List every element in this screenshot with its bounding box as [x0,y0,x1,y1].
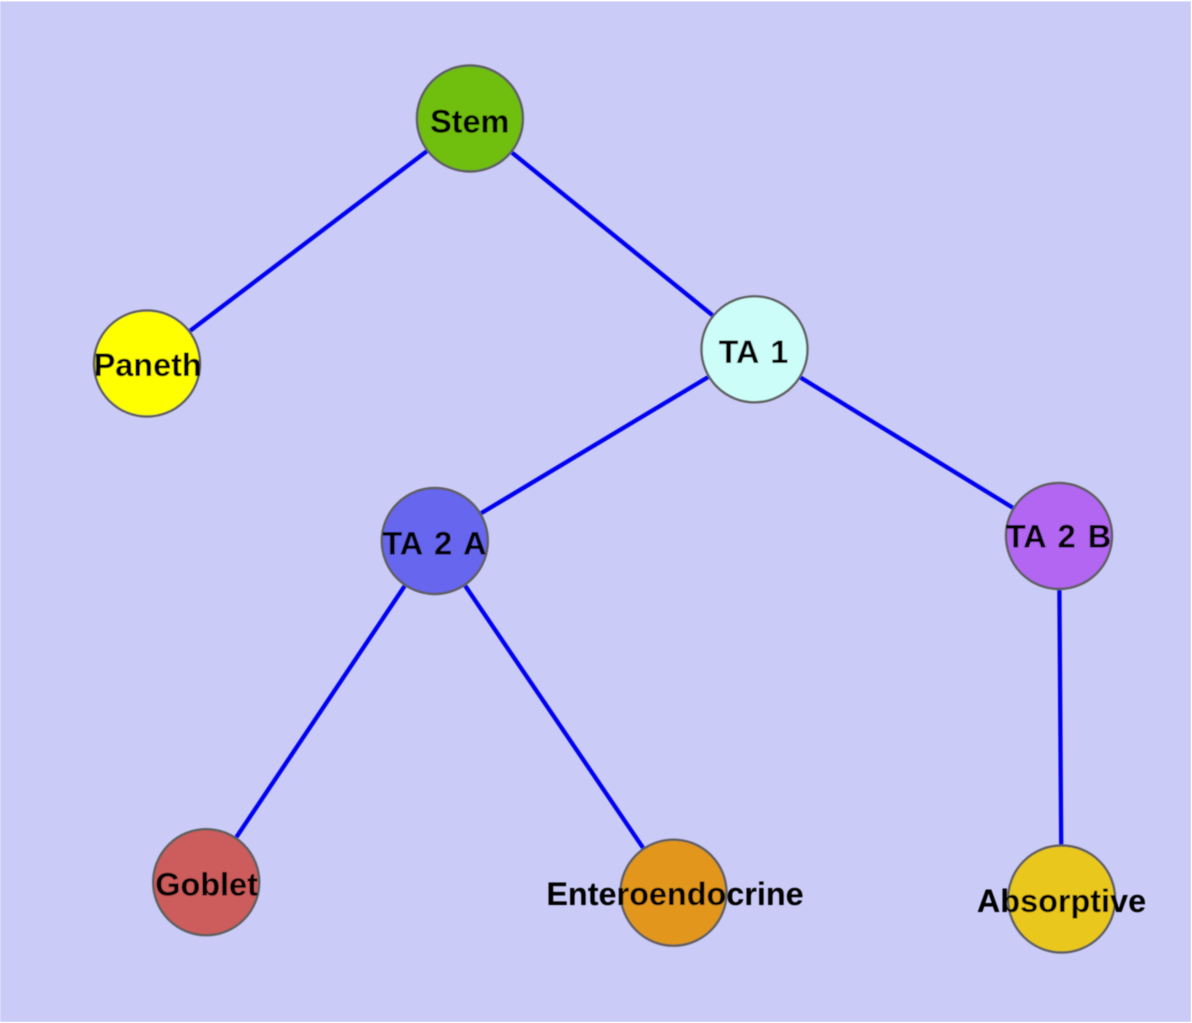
svg-text:Absorptive: Absorptive [977,883,1146,919]
svg-text:Goblet: Goblet [155,866,258,902]
svg-text:Enteroendocrine: Enteroendocrine [546,876,803,912]
svg-text:TA 2 B: TA 2 B [1006,518,1111,554]
svg-text:TA 1: TA 1 [719,334,789,370]
svg-text:Stem: Stem [430,103,509,139]
svg-text:Paneth: Paneth [94,347,202,383]
svg-text:TA 2 A: TA 2 A [382,525,486,561]
